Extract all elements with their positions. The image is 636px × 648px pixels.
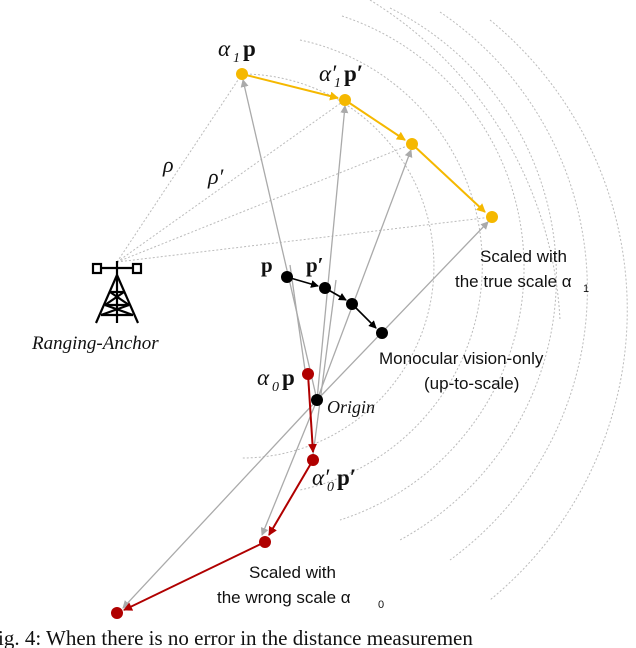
origin-label: Origin xyxy=(327,397,375,417)
true-scale-trajectory xyxy=(241,73,486,213)
svg-text:0: 0 xyxy=(272,380,279,395)
p-prime-label: p′ xyxy=(306,253,324,277)
wrong-scale-trajectory xyxy=(123,373,317,611)
alpha1-p-label: α 1 p xyxy=(218,36,256,66)
mono-point xyxy=(319,282,331,294)
wrong-scale-point xyxy=(259,536,271,548)
true-scale-point xyxy=(406,138,418,150)
range-arc xyxy=(339,15,525,521)
svg-text:1: 1 xyxy=(233,51,240,66)
alpha0-p-label: α 0 p xyxy=(257,365,295,395)
svg-text:Scaled with: Scaled with xyxy=(480,247,567,266)
svg-text:α′: α′ xyxy=(312,465,330,490)
svg-text:1: 1 xyxy=(334,76,341,91)
svg-text:0: 0 xyxy=(378,599,384,611)
figure-caption: ig. 4: When there is no error in the dis… xyxy=(0,626,473,648)
svg-text:the wrong scale α: the wrong scale α xyxy=(217,588,351,607)
range-arc xyxy=(369,0,561,321)
true-scale-point xyxy=(486,211,498,223)
svg-text:p: p xyxy=(243,36,256,61)
scale-rays xyxy=(122,79,489,609)
anchor-label: Ranging-Anchor xyxy=(31,333,159,354)
true-scale-points xyxy=(236,68,498,223)
mono-trajectory xyxy=(286,276,377,329)
mono-point xyxy=(376,327,388,339)
alpha0-prime-p-prime-label: α′ 0 p′ xyxy=(312,465,356,495)
origin-point xyxy=(311,394,323,406)
svg-text:Scaled with: Scaled with xyxy=(249,563,336,582)
true-scale-note: Scaled with the true scale α 1 xyxy=(455,247,589,295)
mono-point xyxy=(281,271,293,283)
svg-text:1: 1 xyxy=(583,283,589,295)
range-arc xyxy=(489,19,628,601)
wrong-scale-point xyxy=(302,368,314,380)
mono-points xyxy=(281,271,388,406)
svg-text:0: 0 xyxy=(327,480,334,495)
svg-text:α: α xyxy=(257,365,270,390)
true-scale-point xyxy=(236,68,248,80)
true-scale-point xyxy=(339,94,351,106)
svg-text:Monocular vision-only: Monocular vision-only xyxy=(379,349,544,368)
svg-text:(up-to-scale): (up-to-scale) xyxy=(424,374,519,393)
range-arc xyxy=(299,39,483,491)
rho-prime-label: ρ′ xyxy=(207,164,225,189)
mono-point xyxy=(346,298,358,310)
svg-text:p′: p′ xyxy=(337,465,356,490)
svg-text:p: p xyxy=(282,365,295,390)
range-lines xyxy=(116,73,493,263)
wrong-scale-point xyxy=(307,454,319,466)
p-label: p xyxy=(261,253,273,277)
svg-text:α: α xyxy=(218,36,231,61)
wrong-scale-point xyxy=(111,607,123,619)
svg-text:p′: p′ xyxy=(344,61,363,86)
antenna-tower-icon xyxy=(91,261,143,324)
range-arcs xyxy=(241,0,628,601)
svg-text:α′: α′ xyxy=(319,61,337,86)
range-arc xyxy=(439,11,588,561)
rho-label: ρ xyxy=(162,152,174,177)
alpha1-prime-p-prime-label: α′ 1 p′ xyxy=(319,61,363,91)
svg-text:the true scale α: the true scale α xyxy=(455,272,572,291)
wrong-scale-points xyxy=(111,368,319,619)
mono-note: Monocular vision-only (up-to-scale) xyxy=(379,349,544,393)
wrong-scale-note: Scaled with the wrong scale α 0 xyxy=(217,563,384,611)
